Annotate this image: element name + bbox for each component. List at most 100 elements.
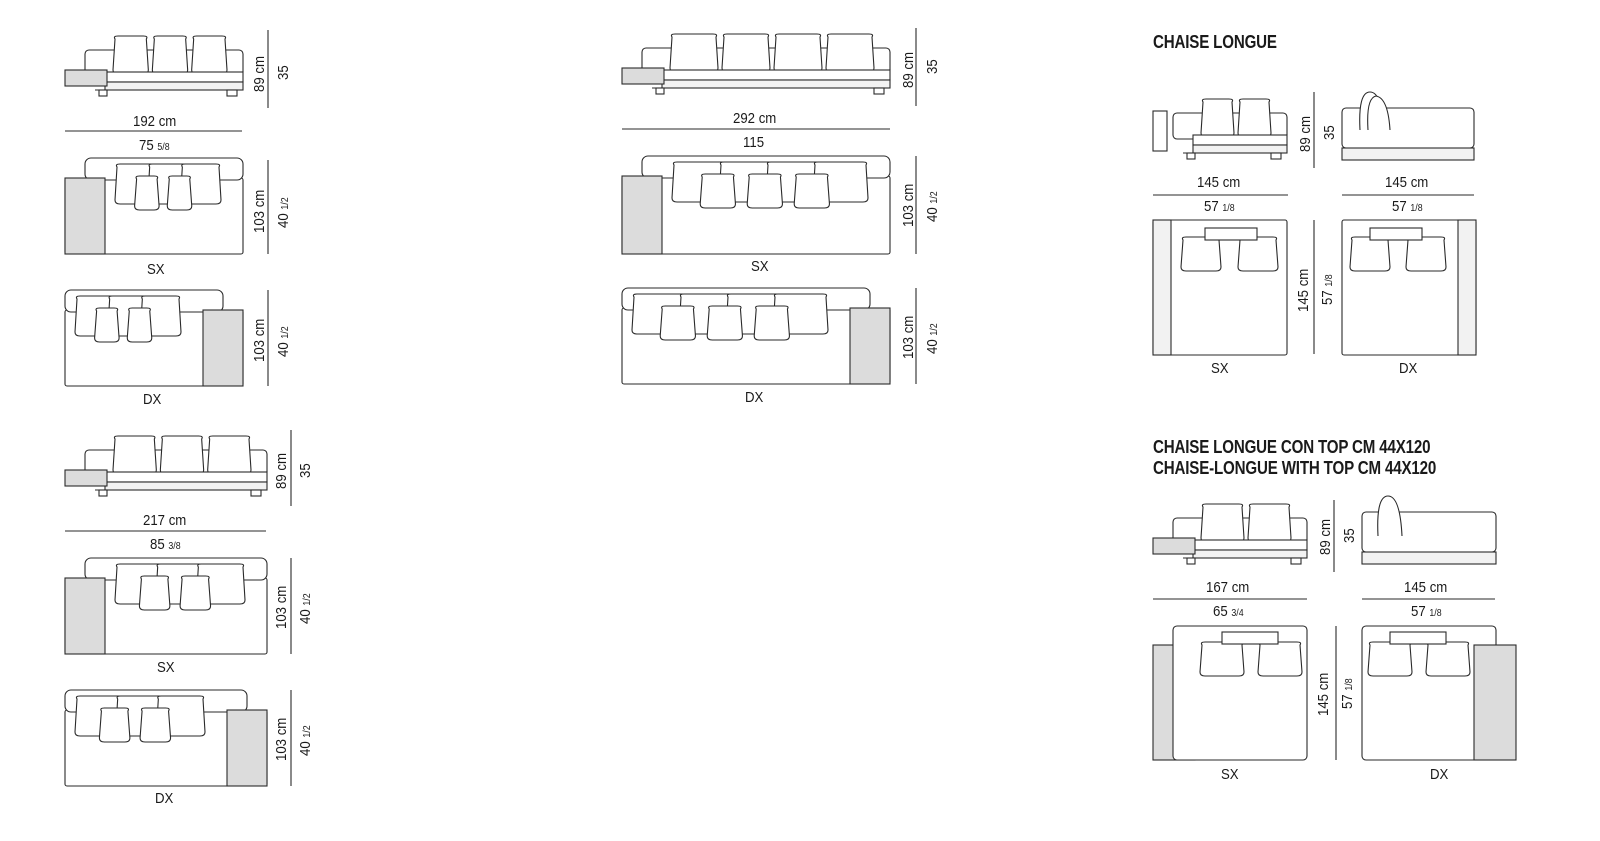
side-table-plan: [226, 709, 268, 787]
chaise-dx-width-cm: 145 cm: [1385, 174, 1429, 191]
chaise-side-base: [1341, 147, 1475, 161]
sofa192-width-cm: 192 cm: [133, 113, 177, 130]
back-cushion: [1200, 503, 1245, 543]
chaise-top-dx-width-in: 57 1/8: [1411, 603, 1442, 620]
sofa292-group: [621, 28, 917, 385]
front-cushion-plan: [134, 175, 160, 211]
sofa217-group: [64, 430, 292, 787]
cushion: [1237, 236, 1279, 272]
chaise-sx-arm: [1152, 219, 1172, 356]
sofa292-dx-depth-in: 40 1/2: [924, 323, 941, 354]
base-outline: [104, 81, 244, 91]
front-cushion-plan: [753, 305, 791, 341]
armrest-side: [1152, 110, 1168, 152]
sofa217-width-cm: 217 cm: [143, 512, 187, 529]
chaise-top-sx-width-in: 65 3/4: [1213, 603, 1244, 620]
sofa292-sx-depth-cm: 103 cm: [900, 183, 917, 227]
sofa217-sx-label: SX: [157, 659, 175, 676]
foot: [98, 89, 108, 97]
foot: [1270, 152, 1282, 160]
chaise-height-cm: 89 cm: [1297, 116, 1314, 152]
sofa217-dx-label: DX: [155, 790, 174, 807]
reclined-cushion: [1367, 95, 1391, 131]
back-cushion-plan: [1221, 631, 1279, 645]
sofa217-dx-depth-cm: 103 cm: [273, 717, 290, 761]
sofa292-dx-label: DX: [745, 389, 764, 406]
chaise-section-title: CHAISE LONGUE: [1153, 32, 1277, 52]
side-table-plan: [202, 309, 244, 387]
front-cushion-plan: [659, 305, 697, 341]
back-cushion: [1200, 98, 1235, 138]
back-cushion-plan: [1369, 227, 1423, 241]
sofa217-sx-depth-cm: 103 cm: [273, 585, 290, 629]
front-cushion-plan: [706, 305, 744, 341]
cushion: [1199, 641, 1245, 677]
sofa217-height-in: 35: [297, 463, 314, 478]
chaise-dx-width-in: 57 1/8: [1392, 198, 1423, 215]
sofa292-sx-depth-in: 40 1/2: [924, 191, 941, 222]
sofa292-width-cm: 292 cm: [733, 110, 777, 127]
back-cushion: [669, 33, 719, 73]
seat-outline: [1192, 134, 1288, 146]
back-cushion: [151, 35, 189, 75]
sofa217-dx-depth-in: 40 1/2: [297, 725, 314, 756]
back-cushion-plan: [1204, 227, 1258, 241]
cushion: [1425, 641, 1471, 677]
chaise-top-sx-label: SX: [1221, 766, 1239, 783]
back-cushion: [112, 35, 149, 75]
side-table-plan: [64, 577, 106, 655]
front-cushion-plan: [793, 173, 831, 209]
side-table-plan: [849, 307, 891, 385]
seat-outline: [661, 69, 891, 81]
back-cushion: [159, 435, 205, 475]
foot: [1186, 557, 1196, 565]
sofa292-width-in: 115: [743, 134, 765, 151]
back-cushion: [1247, 503, 1292, 543]
chaise-sx-width-in: 57 1/8: [1204, 198, 1235, 215]
chaise-height-in: 35: [1321, 125, 1338, 140]
sofa192-dx-depth-in: 40 1/2: [275, 326, 292, 357]
foot: [98, 489, 108, 497]
foot: [226, 89, 238, 97]
sofa192-sx-depth-in: 40 1/2: [275, 197, 292, 228]
sofa292-height-in: 35: [924, 59, 941, 74]
chaise-depth-in: 57 1/8: [1319, 274, 1336, 305]
back-cushion: [1237, 98, 1272, 138]
side-table-top: [621, 67, 665, 85]
sofa217-height-cm: 89 cm: [273, 453, 290, 489]
seat-outline: [104, 471, 268, 483]
base-outline: [104, 481, 268, 491]
base-outline: [1192, 549, 1308, 559]
cushion: [1257, 641, 1303, 677]
foot: [873, 87, 885, 95]
chaise-top-dx-width-cm: 145 cm: [1404, 579, 1448, 596]
sofa292-sx-label: SX: [751, 258, 769, 275]
cushion: [1405, 236, 1447, 272]
chaise-top-height-cm: 89 cm: [1317, 519, 1334, 555]
top-surface-dx: [1473, 644, 1517, 761]
chaise-top-height-in: 35: [1341, 528, 1358, 543]
chaise-top-depth-cm: 145 cm: [1315, 672, 1332, 716]
chaise-top-title-en: CHAISE-LONGUE WITH TOP CM 44X120: [1153, 458, 1437, 478]
chaise-dx-label: DX: [1399, 360, 1418, 377]
front-cushion-plan: [179, 575, 212, 611]
chaise-sx-label: SX: [1211, 360, 1229, 377]
sofa192-height-in: 35: [275, 65, 292, 80]
foot: [1290, 557, 1302, 565]
side-table-top: [64, 69, 108, 87]
front-cushion-plan: [139, 707, 172, 743]
sofa292-height-cm: 89 cm: [900, 52, 917, 88]
cushion: [1349, 236, 1391, 272]
side-table-plan: [621, 175, 663, 255]
foot: [250, 489, 262, 497]
back-cushion: [207, 435, 252, 475]
front-cushion-plan: [166, 175, 193, 211]
back-cushion: [721, 33, 771, 73]
chaise-sx-width-cm: 145 cm: [1197, 174, 1241, 191]
chaise-top-depth-in: 57 1/8: [1339, 678, 1356, 709]
chaise-depth-cm: 145 cm: [1295, 268, 1312, 312]
side-table-top: [64, 469, 108, 487]
sofa217-width-in: 85 3/8: [150, 536, 181, 553]
seat-outline: [1192, 539, 1308, 551]
